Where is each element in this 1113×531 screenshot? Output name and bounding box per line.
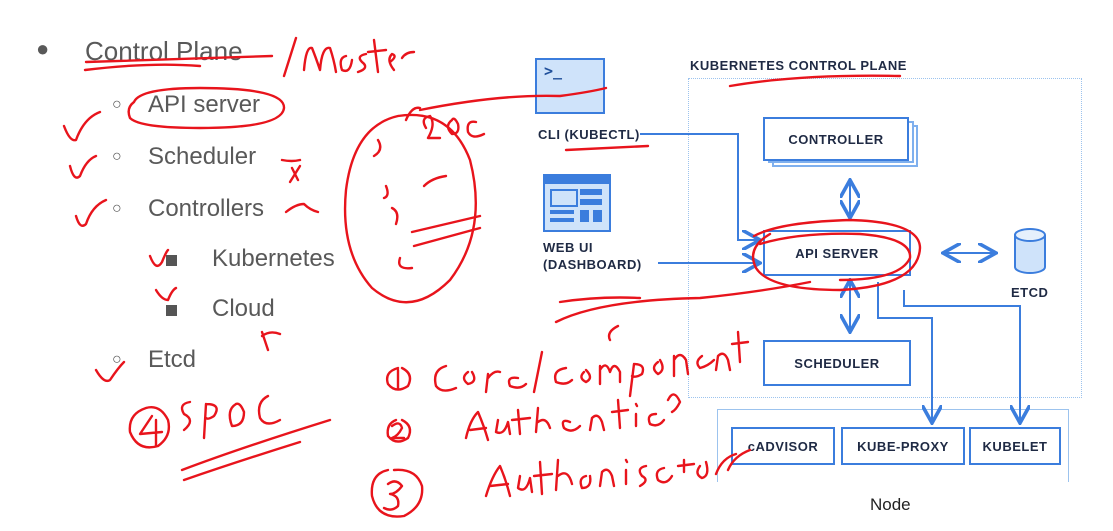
- outline-cloud: Cloud: [212, 295, 275, 322]
- outline-etcd: Etcd: [148, 346, 197, 373]
- outline-scheduler: Scheduler: [148, 143, 257, 170]
- dashboard-icon: [543, 174, 611, 232]
- controller-box: CONTROLLER: [763, 117, 909, 161]
- bullet-circle: ○: [112, 200, 122, 217]
- bullet-dot: ●: [36, 36, 50, 61]
- bullet-square: [166, 255, 177, 266]
- bullet-circle: ○: [112, 148, 122, 165]
- webui-label: WEB UI: [543, 240, 593, 255]
- etcd-label: ETCD: [1011, 285, 1049, 300]
- diagram-title: KUBERNETES CONTROL PLANE: [690, 58, 907, 73]
- scheduler-box: SCHEDULER: [763, 340, 911, 386]
- outline-controllers: Controllers: [148, 195, 265, 222]
- node-item-kube-proxy: KUBE-PROXY: [841, 427, 965, 465]
- node-item-cadvisor: cADVISOR: [731, 427, 835, 465]
- bullet-circle: ○: [112, 351, 122, 368]
- bullet-circle: ○: [112, 96, 122, 113]
- node-item-kubelet: KUBELET: [969, 427, 1061, 465]
- database-icon: [1013, 228, 1047, 274]
- node-label: Node: [870, 495, 911, 514]
- terminal-icon: >_: [535, 58, 605, 114]
- outline-api-server: API server: [148, 91, 261, 118]
- cli-label: CLI (KUBECTL): [538, 127, 640, 142]
- webui-sublabel: (DASHBOARD): [543, 257, 642, 272]
- node-region: [717, 409, 1069, 482]
- bullet-square: [166, 305, 177, 316]
- control-plane-region: [688, 78, 1082, 398]
- outline-kubernetes: Kubernetes: [212, 245, 335, 272]
